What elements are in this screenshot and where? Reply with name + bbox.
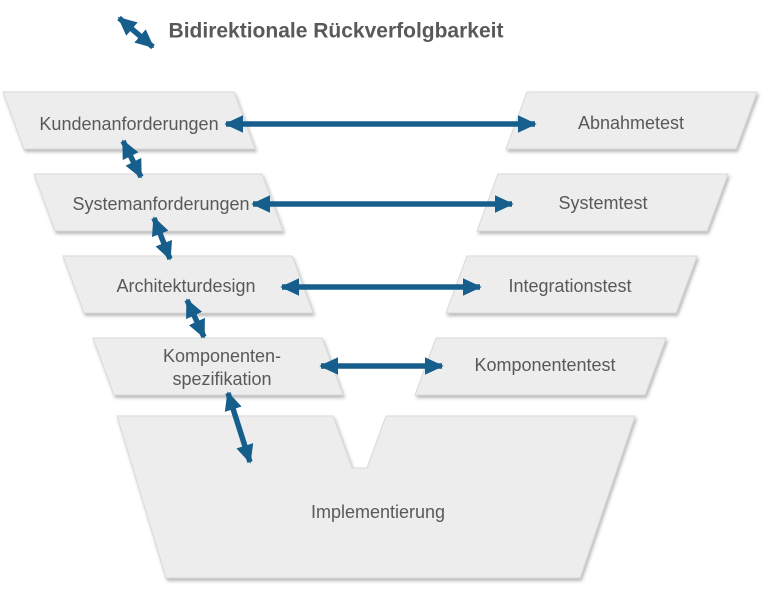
phase-label-komponenten-line1: Komponenten- [163, 346, 281, 366]
test-label-komponententest: Komponententest [474, 355, 615, 375]
trace-arrow-komponenten-implementierung [224, 391, 254, 464]
trace-arrow-kunden-system [120, 139, 144, 179]
test-label-integrationstest: Integrationstest [508, 276, 631, 296]
test-block-komponententest [414, 337, 667, 396]
phase-label-kundenanforderungen: Kundenanforderungen [39, 114, 218, 134]
phase-block-kundenanforderungen [2, 91, 256, 150]
trace-arrow-system-architektur [151, 216, 173, 261]
phase-label-komponenten-line2: spezifikation [172, 369, 271, 389]
test-label-abnahmetest: Abnahmetest [578, 113, 684, 133]
test-label-systemtest: Systemtest [558, 193, 647, 213]
phase-block-systemanforderungen [33, 173, 284, 232]
phase-label-systemanforderungen: Systemanforderungen [72, 194, 249, 214]
title-bidirectional-arrow-icon [117, 15, 155, 50]
phase-label-architekturdesign: Architekturdesign [116, 276, 255, 296]
diagram-title: Bidirektionale Rückverfolgbarkeit [169, 20, 504, 43]
trace-arrow-architektur-komponenten [184, 298, 207, 339]
phase-block-komponentenspezifikation [92, 337, 344, 396]
phase-label-implementierung: Implementierung [311, 502, 445, 522]
phase-block-implementierung [116, 415, 636, 579]
phase-block-architekturdesign [62, 255, 314, 314]
